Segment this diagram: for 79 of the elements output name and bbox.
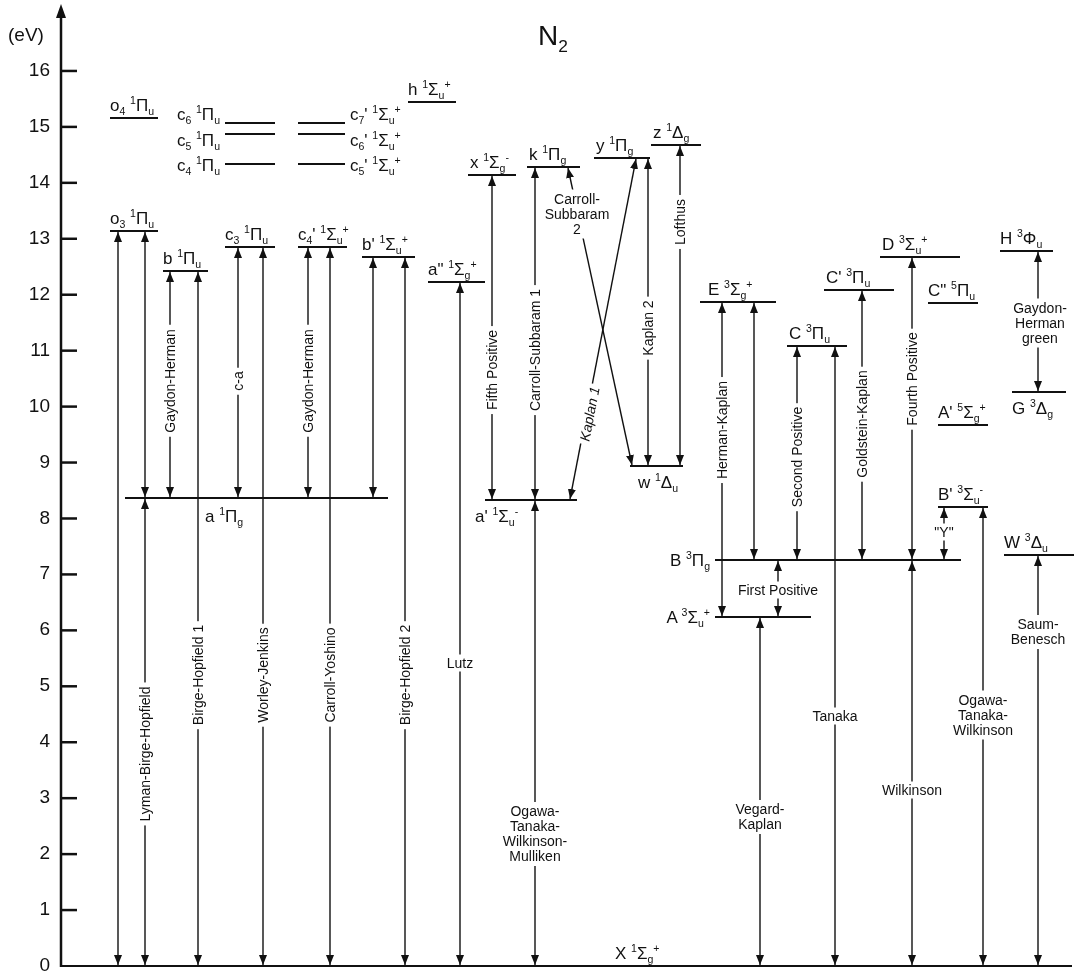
- transition-label: Gaydon-Herman: [300, 325, 316, 437]
- transition-arrow: [456, 282, 464, 966]
- transition-arrow: [234, 247, 242, 498]
- transition-label: Birge-Hopfield 1: [190, 620, 206, 730]
- tick-label: 7: [38, 562, 50, 585]
- transition-label: Ogawa-Tanaka-Wilkinson-Mulliken: [500, 802, 570, 866]
- state-label: C" $^{5}$Π$_{u}$: [928, 281, 976, 300]
- state-label: o$_{3}$ $^{1}$Π$_{u}$: [110, 209, 155, 228]
- transition-arrow: [259, 247, 267, 966]
- diagram-title: N$_{2}$: [538, 20, 568, 52]
- state-label: B $^{3}$Π$_{g}$: [669, 550, 710, 570]
- transition-label: Gaydon-Herman green: [1011, 298, 1069, 348]
- tick-label: 2: [38, 842, 50, 865]
- state-label: a $^{1}$Π$_{g}$: [205, 507, 244, 526]
- state-label: c$_{5}$ $^{1}$Π$_{u}$: [176, 130, 220, 150]
- axis-unit-label: (eV): [8, 24, 44, 46]
- tick-label: 13: [27, 226, 50, 249]
- tick-label: 5: [38, 674, 50, 697]
- state-label: w $^{1}$Δ$_{u}$: [638, 473, 679, 492]
- transition-arrow: [908, 560, 916, 966]
- state-label: C' $^{3}$Π$_{u}$: [826, 268, 871, 287]
- transition-label: Carroll-Subbaram 2: [542, 189, 612, 239]
- transition-label: Ogawa-Tanaka-Wilkinson: [951, 690, 1015, 740]
- transition-arrow: [369, 257, 377, 498]
- transition-arrow: [979, 507, 987, 966]
- tick-label: 16: [27, 59, 50, 81]
- transition-arrow: [401, 257, 409, 966]
- transition-arrow: [750, 302, 758, 560]
- tick-label: 15: [27, 114, 50, 137]
- transition-arrow: [531, 500, 539, 966]
- transition-label: Goldstein-Kaplan: [854, 366, 870, 482]
- state-label: o$_{4}$ $^{1}$Π$_{u}$: [110, 96, 155, 115]
- tick-label: 1: [38, 898, 50, 921]
- transition-label: Lutz: [444, 654, 476, 672]
- tick-label: 11: [29, 338, 50, 361]
- state-label: c$_{3}$ $^{1}$Π$_{u}$: [225, 225, 269, 244]
- transition-label: Herman-Kaplan: [714, 376, 730, 484]
- transition-arrow: [831, 346, 839, 966]
- tick-label: 9: [38, 450, 50, 473]
- transition-arrow: [756, 617, 764, 966]
- transition-arrow: [141, 231, 149, 498]
- state-label: c$_{6}$ $^{1}$Π$_{u}$: [176, 104, 220, 124]
- tick-label: 0: [38, 954, 50, 976]
- state-label: k $^{1}$Π$_{g}$: [529, 145, 567, 164]
- transition-label: Wilkinson: [880, 781, 944, 799]
- state-label: c$_{4}$ $^{1}$Π$_{u}$: [176, 155, 220, 175]
- transition-label: Carroll-Yoshino: [322, 623, 338, 727]
- tick-label: 3: [38, 786, 50, 809]
- transition-label: Tanaka: [810, 707, 860, 725]
- tick-label: 10: [27, 394, 50, 417]
- transition-label: Kaplan 2: [640, 296, 656, 360]
- tick-label: 8: [38, 506, 50, 529]
- transition-label: Second Positive: [789, 402, 805, 512]
- transition-label: Carroll-Subbaram 1: [527, 284, 543, 416]
- transition-label: Birge-Hopfield 2: [397, 620, 413, 730]
- transition-label: Worley-Jenkins: [255, 623, 271, 727]
- transition-label: Lyman-Birge-Hopfield: [137, 682, 153, 826]
- state-label: z $^{1}$Δ$_{g}$: [653, 123, 690, 142]
- state-label: b $^{1}$Π$_{u}$: [163, 249, 202, 268]
- transition-label: Vegard-Kaplan: [733, 800, 787, 834]
- transition-label: Fifth Positive: [484, 325, 500, 415]
- transition-arrow: [1034, 555, 1042, 966]
- transition-label: Saum-Benesch: [1008, 615, 1068, 649]
- state-label: H $^{3}$Φ$_{u}$: [1000, 229, 1043, 248]
- tick-label: 12: [27, 282, 50, 305]
- transition-label: Lofthus: [672, 195, 688, 249]
- tick-label: 4: [38, 730, 50, 753]
- tick-label: 14: [27, 170, 50, 193]
- transition-arrow: [194, 271, 202, 966]
- transition-arrow: [326, 247, 334, 966]
- state-label: G $^{3}$Δ$_{g}$: [1012, 399, 1054, 418]
- transition-label: Fourth Positive: [904, 328, 920, 430]
- state-label: W $^{3}$Δ$_{u}$: [1004, 533, 1048, 552]
- state-label: C $^{3}$Π$_{u}$: [789, 324, 830, 343]
- transition-label: Gaydon-Herman: [162, 325, 178, 437]
- state-label: y $^{1}$Π$_{g}$: [596, 136, 634, 155]
- transition-label: "Y": [932, 523, 956, 541]
- transition-arrow: [114, 231, 122, 966]
- tick-label: 6: [38, 618, 50, 641]
